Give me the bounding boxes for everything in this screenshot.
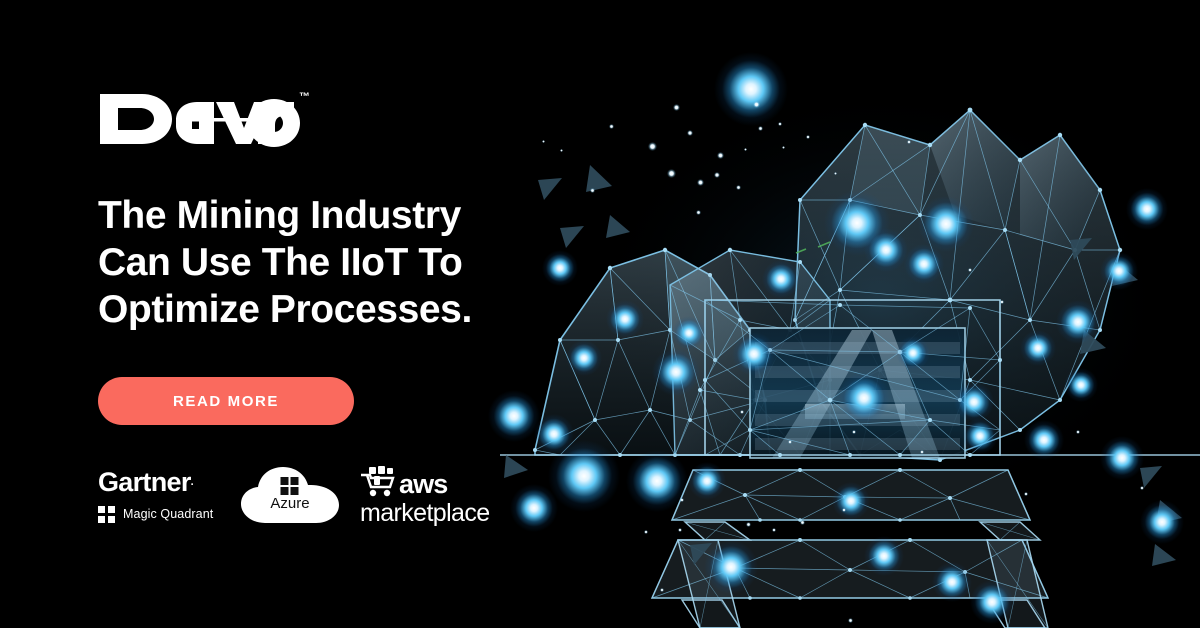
aws-wordmark: aws [399,469,448,499]
gartner-subtitle: Magic Quadrant [123,507,214,522]
microsoft-windows-icon [280,477,300,496]
aws-marketplace-logo[interactable]: aws marketplace [360,466,490,527]
davra-logo[interactable]: ™ [98,88,310,150]
aws-top-row: aws [360,466,480,498]
trademark-symbol: ™ [299,91,310,103]
partner-logo-strip: Gartner. Magic Quadrant [98,466,518,534]
gartner-logo[interactable]: Gartner. Magic Quadrant [98,466,228,523]
headline-line-3: Optimize Processes. [98,288,472,331]
aws-marketplace-subtitle: marketplace [360,499,490,527]
read-more-button[interactable]: READ MORE [98,377,354,425]
headline-line-2: Can Use The IIoT To [98,241,463,284]
shopping-cart-icon [360,466,398,498]
content-column: ™ The Mining Industry Can Use The IIoT T… [98,0,568,628]
azure-logo[interactable]: Azure [241,467,339,523]
gartner-wordmark: Gartner. [98,466,228,498]
gartner-registered-mark: . [190,476,194,488]
azure-label: Azure [270,495,310,512]
magic-quadrant-grid-icon [98,506,115,523]
mining-wireframe-illustration [488,0,1200,628]
azure-cloud-shape: Azure [241,467,339,523]
headline-line-1: The Mining Industry [98,194,461,237]
gartner-subtitle-row: Magic Quadrant [98,506,228,523]
gartner-title: Gartner [98,467,191,497]
page-title: The Mining Industry Can Use The IIoT To … [98,192,548,333]
